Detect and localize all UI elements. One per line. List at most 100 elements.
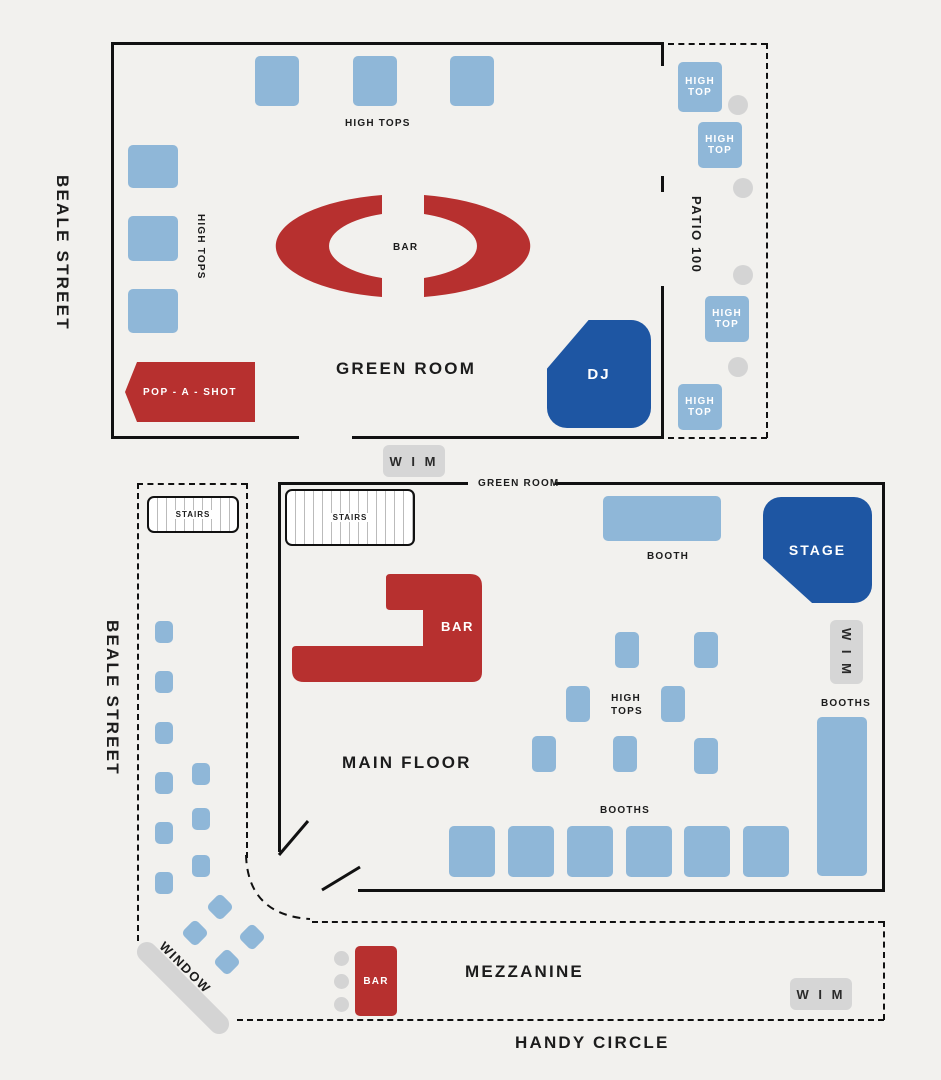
seat[interactable] <box>155 722 173 744</box>
dj-booth[interactable]: DJ <box>547 320 651 428</box>
booth[interactable] <box>449 826 495 877</box>
mezzanine-dashed-border <box>312 921 884 923</box>
booth[interactable] <box>508 826 554 877</box>
wall <box>352 436 664 439</box>
seat[interactable] <box>237 922 267 952</box>
wall <box>278 482 281 852</box>
stage-label: STAGE <box>788 542 847 558</box>
stairs-corridor[interactable]: STAIRS <box>147 496 239 533</box>
street-label-beale-mid: BEALE STREET <box>103 620 122 776</box>
seat[interactable] <box>155 872 173 894</box>
stool <box>733 178 753 198</box>
high-tops-label-main: HIGH TOPS <box>611 693 643 717</box>
green-room-label-main: GREEN ROOM <box>478 478 560 489</box>
stool <box>334 974 349 989</box>
high-top-label: HIGH TOP <box>685 76 715 98</box>
high-top-table[interactable] <box>661 686 685 722</box>
corridor-dashed-border <box>246 483 248 858</box>
high-top-table[interactable] <box>613 736 637 772</box>
stairs-label: STAIRS <box>173 510 213 519</box>
high-tops-label-left: HIGH TOPS <box>195 214 206 280</box>
street-label-beale-top: BEALE STREET <box>53 175 72 331</box>
booth[interactable] <box>626 826 672 877</box>
pop-a-shot-label: POP - A - SHOT <box>143 386 237 398</box>
high-tops-label-top: HIGH TOPS <box>345 118 411 129</box>
high-top-table[interactable] <box>532 736 556 772</box>
seat[interactable] <box>180 918 210 948</box>
stairs-main[interactable]: STAIRS <box>285 489 415 546</box>
wim-mezzanine[interactable]: W I M <box>790 978 852 1010</box>
seat[interactable] <box>155 671 173 693</box>
mezzanine-bar-label: BAR <box>363 975 389 987</box>
stage[interactable]: STAGE <box>763 497 872 603</box>
wim-main-right[interactable]: W I M <box>830 620 863 684</box>
high-top-table[interactable] <box>128 145 178 188</box>
stool <box>733 265 753 285</box>
high-top-table[interactable] <box>353 56 397 106</box>
window <box>132 937 234 1039</box>
patio-dashed-border <box>668 43 767 45</box>
stool <box>334 997 349 1012</box>
high-top-table[interactable] <box>128 289 178 333</box>
mezzanine-title: MEZZANINE <box>465 962 584 981</box>
booths-label-bottom: BOOTHS <box>600 805 650 816</box>
booth[interactable] <box>603 496 721 541</box>
stool <box>728 95 748 115</box>
green-room-oval-bar[interactable] <box>268 190 538 302</box>
wall <box>661 286 664 439</box>
seat[interactable] <box>155 621 173 643</box>
wall <box>661 42 664 66</box>
patio-high-top[interactable]: HIGH TOP <box>705 296 749 342</box>
patio-title: PATIO 100 <box>689 196 704 274</box>
stool <box>728 357 748 377</box>
seat[interactable] <box>155 822 173 844</box>
mezzanine-dashed-border <box>237 1019 884 1021</box>
high-top-label: HIGH TOP <box>705 134 735 156</box>
seat[interactable] <box>192 763 210 785</box>
seat[interactable] <box>155 772 173 794</box>
seat[interactable] <box>192 808 210 830</box>
booth[interactable] <box>743 826 789 877</box>
street-label-handy-circle: HANDY CIRCLE <box>515 1033 670 1052</box>
stool <box>334 951 349 966</box>
bar-label-main: BAR <box>441 619 474 634</box>
high-top-table[interactable] <box>694 632 718 668</box>
stairs-label: STAIRS <box>330 513 370 522</box>
main-floor-bar[interactable] <box>290 570 486 688</box>
seat[interactable] <box>192 855 210 877</box>
seat[interactable] <box>212 947 242 977</box>
high-top-table[interactable] <box>615 632 639 668</box>
wim-between[interactable]: W I M <box>383 445 445 477</box>
high-top-table[interactable] <box>566 686 590 722</box>
seat[interactable] <box>205 892 235 922</box>
mezzanine-dashed-border <box>883 921 885 1020</box>
dj-label: DJ <box>587 365 611 383</box>
wall <box>661 176 664 192</box>
mezzanine-bar[interactable]: BAR <box>355 946 397 1016</box>
high-top-table[interactable] <box>694 738 718 774</box>
high-top-label: HIGH TOP <box>685 396 715 418</box>
high-top-table[interactable] <box>128 216 178 261</box>
entrance-walls <box>277 820 361 892</box>
green-room-title: GREEN ROOM <box>336 359 477 378</box>
wall <box>111 42 114 439</box>
corridor-dashed-border <box>137 483 247 485</box>
booths-label-right: BOOTHS <box>821 698 871 709</box>
wall <box>278 482 468 485</box>
booth[interactable] <box>684 826 730 877</box>
patio-high-top[interactable]: HIGH TOP <box>678 384 722 430</box>
high-top-table[interactable] <box>255 56 299 106</box>
wall <box>111 436 299 439</box>
patio-high-top[interactable]: HIGH TOP <box>698 122 742 168</box>
pop-a-shot-area[interactable]: POP - A - SHOT <box>125 362 255 422</box>
patio-high-top[interactable]: HIGH TOP <box>678 62 722 112</box>
booth[interactable] <box>567 826 613 877</box>
patio-dashed-border <box>766 43 768 438</box>
wall <box>358 889 885 892</box>
booth-label: BOOTH <box>647 551 690 562</box>
high-top-table[interactable] <box>450 56 494 106</box>
bar-label-green-room: BAR <box>393 242 419 253</box>
booth[interactable] <box>817 717 867 876</box>
patio-dashed-border <box>668 437 767 439</box>
wall <box>555 482 885 485</box>
